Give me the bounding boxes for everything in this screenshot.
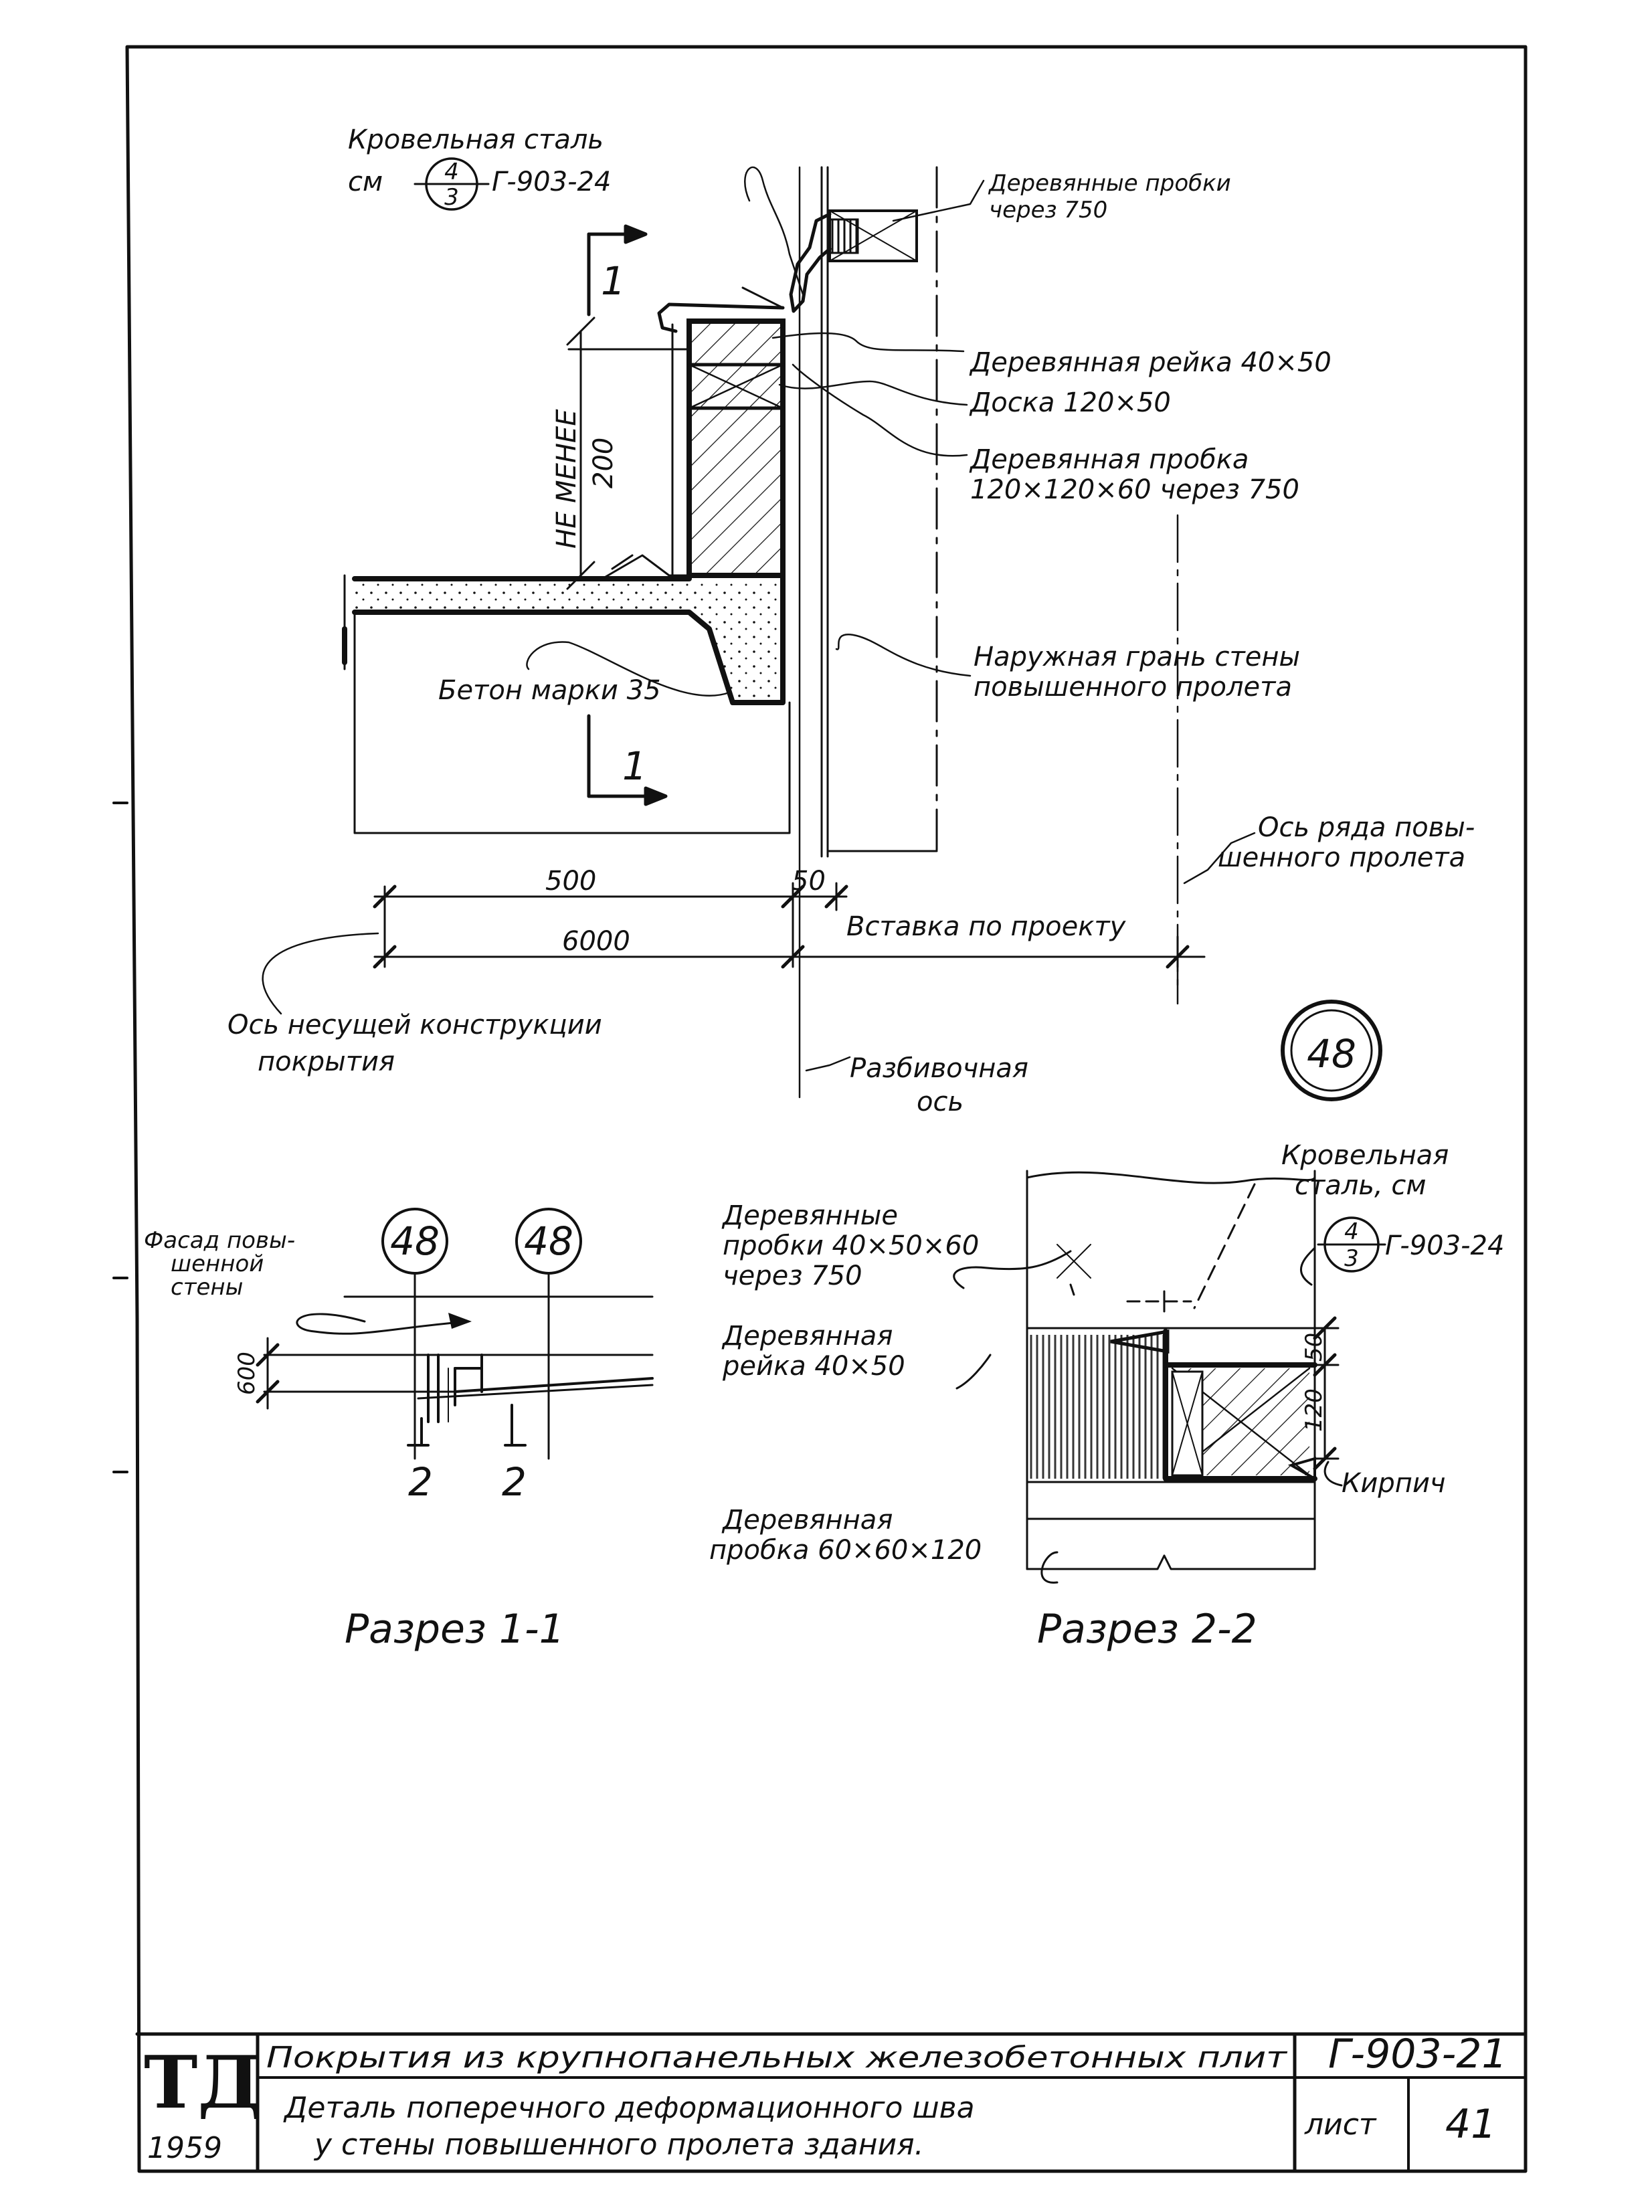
section-number-top: 1: [601, 258, 626, 304]
section-number-bottom: 1: [622, 743, 647, 789]
title-block-logo: ТД: [144, 2041, 262, 2125]
row-axis-label-2: шенного пролета: [1218, 842, 1465, 873]
section-2-2-ref-circle: [1317, 1216, 1386, 1273]
section-2-2-plug: Деревянная: [721, 1505, 893, 1536]
section-2-2-batten-2: рейка 40×50: [722, 1351, 905, 1382]
background-wall-outline: [744, 166, 804, 296]
section-2-2-dim-50: 50: [1301, 1333, 1327, 1362]
dimension-lines: [373, 882, 1206, 969]
row-axis-label: Ось ряда повы-: [1258, 812, 1475, 843]
sheet-frame: [112, 45, 1528, 2173]
section-2-2-title: Разрез 2-2: [1037, 1606, 1257, 1653]
section-2-2-plugs: Деревянные: [721, 1200, 898, 1231]
roof-steel-ref-num: 4: [444, 159, 459, 185]
section-2-2-plug-2: пробка 60×60×120: [709, 1535, 982, 1566]
section-1-1-title: Разрез 1-1: [345, 1606, 565, 1653]
facade-label: Фасад повы-: [144, 1227, 295, 1254]
section-2-2-roof-steel: Кровельная: [1281, 1140, 1449, 1171]
dim-50: 50: [792, 866, 826, 897]
section-2-2-plugs-3: через 750: [723, 1261, 862, 1291]
section-2-2-plugs-2: пробки 40×50×60: [723, 1230, 979, 1261]
section-2-2-dim-120: 120: [1301, 1388, 1327, 1432]
concrete-label: Бетон марки 35: [438, 675, 661, 706]
section-2-2-ref-den: 3: [1344, 1245, 1359, 1272]
title-block-sheet-label: лист: [1304, 2108, 1377, 2142]
main-detail: 1 1 НЕ МЕНЕЕ 200 5: [227, 124, 1475, 1117]
wood-plugs-top-label: Деревянные пробки: [988, 170, 1231, 197]
section-1-1-node-b: 48: [524, 1218, 573, 1264]
roof-steel-ref-circle: [414, 157, 490, 211]
dim-500: 500: [545, 866, 596, 897]
wood-plug-big-size: 120×120×60 через 750: [970, 474, 1299, 505]
title-block-series: Покрытия из крупнопанельных железобетонн…: [266, 2041, 1288, 2075]
title-block-drawing-title-2: у стены повышенного пролета здания.: [313, 2128, 924, 2162]
flashing-steel: [657, 212, 832, 333]
section-2-2-brick: Кирпич: [1342, 1468, 1446, 1499]
outer-face-label-2: повышенного пролета: [974, 672, 1292, 703]
section-2-2-linework: [953, 1170, 1343, 1584]
roof-steel-ref-doc: Г-903-24: [492, 167, 611, 197]
section-1-1-node-a: 48: [390, 1218, 440, 1264]
layout-axis-label: Разбивочная: [850, 1053, 1028, 1084]
parapet-block: [671, 318, 786, 578]
bearing-axis-label-2: покрытия: [258, 1046, 395, 1077]
high-span-wall: [820, 166, 938, 858]
section-1-1-linework: [256, 1273, 654, 1460]
title-block-doc-code: Г-903-21: [1328, 2031, 1507, 2078]
title-block-drawing-title: Деталь поперечного деформационного шва: [283, 2091, 975, 2125]
roof-steel-see: см: [348, 167, 383, 197]
roof-steel-ref-den: 3: [444, 184, 459, 211]
section-2-2-ref-num: 4: [1344, 1218, 1359, 1245]
section-1-1-dim-600: 600: [234, 1352, 260, 1395]
board-label: Доска 120×50: [969, 387, 1171, 418]
height-dimension: [566, 316, 691, 590]
title-block-year: 1959: [147, 2131, 222, 2165]
section-2-2-roof-steel-2: сталь, см: [1295, 1170, 1427, 1201]
node-48-callout: [1281, 1000, 1382, 1101]
not-less-value: 200: [588, 438, 619, 488]
section-1-1-cut-a: 2: [408, 1459, 433, 1505]
node-48-number: 48: [1307, 1031, 1356, 1077]
section-2-2-ref-doc: Г-903-24: [1385, 1230, 1504, 1261]
title-block-sheet-number: 41: [1445, 2101, 1496, 2148]
insert-label: Вставка по проекту: [846, 911, 1127, 942]
bearing-axis-label: Ось несущей конструкции: [227, 1010, 602, 1040]
wood-batten-label: Деревянная рейка 40×50: [969, 347, 1332, 378]
section-1-1-cut-b: 2: [502, 1459, 527, 1505]
facade-label-2: шенной: [171, 1251, 264, 1277]
section-2-2: 4 3 Г-903-24 Кровельная сталь, см Деревя…: [709, 1140, 1504, 1653]
wood-plugs-top-spacing: через 750: [989, 197, 1107, 223]
facade-label-3: стены: [171, 1274, 244, 1301]
wood-plug-big-label: Деревянная пробка: [969, 444, 1249, 475]
not-less-label: НЕ МЕНЕЕ: [551, 409, 582, 549]
leader-lines: [262, 179, 1256, 1072]
dim-6000: 6000: [562, 926, 630, 957]
section-1-1-arrow: [448, 1313, 472, 1329]
section-2-2-masonry: [1028, 1329, 1317, 1481]
title-block: [135, 2032, 1528, 2173]
section-2-2-batten: Деревянная: [721, 1321, 893, 1352]
roof-steel-label: Кровельная сталь: [348, 124, 604, 155]
outer-face-label: Наружная грань стены: [974, 642, 1300, 672]
layout-axis-label-2: ось: [917, 1087, 963, 1117]
section-1-1: 48 48 Фасад повы- шенной стены 600 2 2 Р…: [144, 1208, 654, 1653]
axis-lines: [798, 166, 1179, 1099]
section-cut-marker-1-1: [587, 224, 668, 806]
section-1-1-node-callouts: [381, 1208, 582, 1275]
roof-slab: [342, 554, 791, 834]
